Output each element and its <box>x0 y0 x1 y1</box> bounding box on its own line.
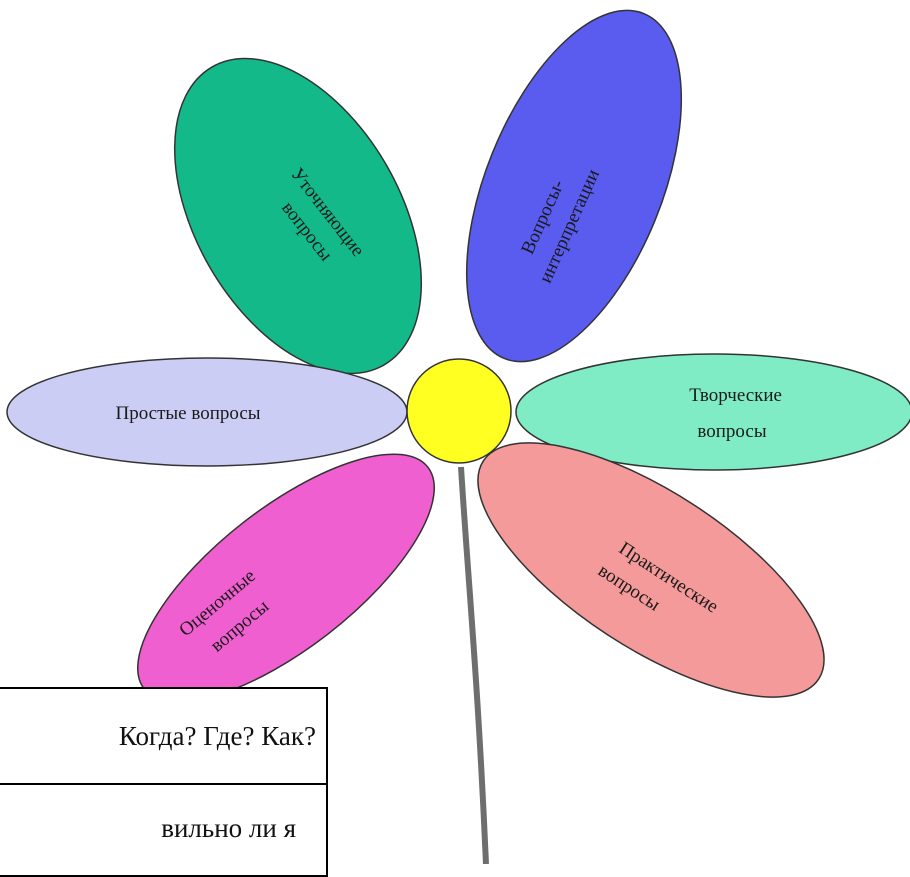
petal-simple-questions: Простые вопросы <box>7 358 407 466</box>
flower-center <box>407 359 511 463</box>
table-row: вильно ли я <box>0 785 326 875</box>
question-table: Когда? Где? Как? вильно ли я <box>0 687 328 877</box>
petal-interpretation-questions: Вопросы- интерпретации <box>423 0 726 391</box>
petal-creative-line-1: Творческие <box>689 385 782 406</box>
petal-simple-label: Простые вопросы <box>115 403 260 424</box>
petal-simple-line-1: Простые вопросы <box>115 403 260 424</box>
petal-creative-line-2: вопросы <box>697 421 766 442</box>
table-cell-when-where-how: Когда? Где? Как? <box>119 721 316 752</box>
petal-clarifying-questions: Уточняющие вопросы <box>124 16 473 416</box>
table-cell-partial-text: вильно ли я <box>161 813 296 844</box>
flower-stem <box>461 467 486 864</box>
table-row: Когда? Где? Как? <box>0 689 326 785</box>
